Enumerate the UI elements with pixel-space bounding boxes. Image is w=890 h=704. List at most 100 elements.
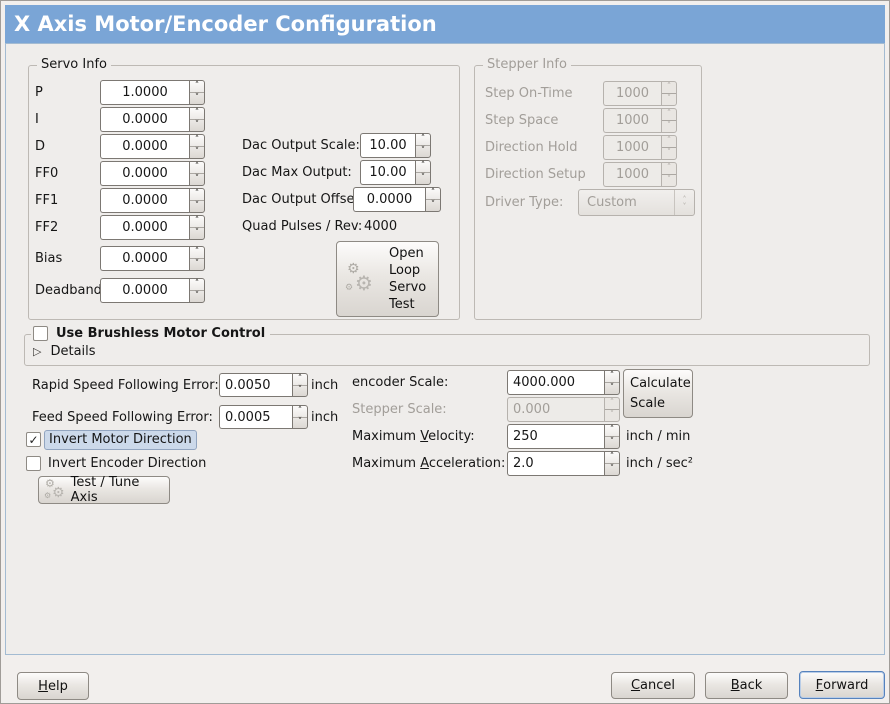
servo-d-label: D: [35, 139, 46, 154]
spin-down-button[interactable]: ˅: [194, 228, 200, 238]
spin-down-button[interactable]: ˅: [609, 437, 615, 447]
spin-up-button[interactable]: ˄: [416, 161, 430, 173]
spin-up-button[interactable]: ˄: [190, 135, 204, 147]
spin-up-button[interactable]: ˄: [190, 279, 204, 291]
max-velocity-spinbox: ˄˅: [507, 424, 620, 449]
spin-down-button[interactable]: ˅: [420, 173, 426, 183]
servo-p-input[interactable]: [100, 80, 189, 105]
spin-up-button: ˄: [605, 398, 619, 410]
feed-following-error-label: Feed Speed Following Error:: [32, 410, 213, 425]
step-on-time-label: Step On-Time: [485, 86, 573, 101]
max-acceleration-spinbox: ˄˅: [507, 451, 620, 476]
servo-p-label: P: [35, 85, 43, 100]
spin-down-button[interactable]: ˅: [609, 464, 615, 474]
driver-type-label: Driver Type:: [485, 195, 564, 210]
max-velocity-unit: inch / min: [626, 429, 691, 444]
spin-down-button: ˅: [666, 148, 672, 158]
servo-ff0-spinbox: ˄˅: [100, 161, 205, 186]
servo-ff0-label: FF0: [35, 166, 59, 181]
direction-hold-spinbox: ˄˅: [603, 135, 677, 160]
max-acceleration-label: Maximum Acceleration:: [352, 456, 506, 471]
rapid-following-error-spinbox: ˄˅: [219, 373, 308, 397]
spin-down-button: ˅: [666, 94, 672, 104]
details-expander[interactable]: ▷ Details: [33, 344, 96, 359]
spin-up-button[interactable]: ˄: [293, 374, 307, 386]
servo-ff2-input[interactable]: [100, 215, 189, 240]
spin-down-button[interactable]: ˅: [420, 146, 426, 156]
encoder-scale-input[interactable]: [507, 370, 604, 395]
encoder-scale-label: encoder Scale:: [352, 375, 449, 390]
content-panel: Servo Info P ˄˅ I ˄˅ D ˄˅ FF0 ˄˅ FF1: [5, 43, 885, 655]
spin-up-button: ˄: [662, 82, 676, 94]
expander-arrow-icon[interactable]: ▷: [33, 345, 42, 358]
spin-up-button[interactable]: ˄: [605, 371, 619, 383]
spin-down-button: ˅: [609, 410, 615, 420]
invert-motor-checkbox[interactable]: ✓: [26, 432, 41, 447]
max-velocity-input[interactable]: [507, 424, 604, 449]
servo-i-input[interactable]: [100, 107, 189, 132]
feed-following-error-input[interactable]: [219, 405, 292, 429]
spin-up-button[interactable]: ˄: [605, 452, 619, 464]
spin-up-button[interactable]: ˄: [426, 188, 440, 200]
spin-down-button[interactable]: ˅: [194, 174, 200, 184]
page-title: X Axis Motor/Encoder Configuration: [5, 5, 885, 43]
spin-down-button[interactable]: ˅: [194, 201, 200, 211]
invert-encoder-checkbox[interactable]: [26, 456, 41, 471]
test-tune-axis-button[interactable]: ⚙⚙⚙ Test / Tune Axis: [38, 475, 170, 505]
open-loop-servo-test-button[interactable]: ⚙⚙⚙ Open Loop Servo Test: [336, 241, 439, 317]
use-brushless-checkbox[interactable]: [33, 326, 48, 341]
spin-down-button[interactable]: ˅: [297, 385, 303, 396]
spin-down-button[interactable]: ˅: [609, 383, 615, 393]
brushless-frame: Use Brushless Motor Control ▷ Details: [24, 326, 870, 366]
dac-output-offset-spinbox: ˄˅: [353, 187, 441, 212]
quad-pulses-label: Quad Pulses / Rev:: [242, 219, 363, 234]
spin-up-button[interactable]: ˄: [190, 189, 204, 201]
servo-d-input[interactable]: [100, 134, 189, 159]
dac-max-output-input[interactable]: [360, 160, 415, 185]
spin-down-button[interactable]: ˅: [194, 259, 200, 269]
dac-output-offset-input[interactable]: [353, 187, 425, 212]
spin-down-button: ˅: [666, 175, 672, 185]
spin-down-button[interactable]: ˅: [194, 291, 200, 301]
spin-up-button[interactable]: ˄: [416, 134, 430, 146]
spin-down-button[interactable]: ˅: [194, 93, 200, 103]
spin-down-button: ˅: [666, 121, 672, 131]
spin-up-button: ˄: [662, 109, 676, 121]
invert-motor-label[interactable]: Invert Motor Direction: [44, 430, 197, 450]
direction-setup-input: [603, 162, 661, 187]
servo-d-spinbox: ˄˅: [100, 134, 205, 159]
direction-hold-label: Direction Hold: [485, 140, 578, 155]
spin-down-button[interactable]: ˅: [430, 200, 436, 210]
spin-up-button[interactable]: ˄: [605, 425, 619, 437]
spin-up-button: ˄: [662, 163, 676, 175]
spin-up-button[interactable]: ˄: [190, 162, 204, 174]
rapid-following-error-input[interactable]: [219, 373, 292, 397]
use-brushless-label[interactable]: Use Brushless Motor Control: [56, 326, 266, 341]
spin-down-button[interactable]: ˅: [194, 120, 200, 130]
calculate-scale-button[interactable]: Calculate Scale: [623, 369, 693, 418]
spin-up-button[interactable]: ˄: [190, 108, 204, 120]
step-on-time-input: [603, 81, 661, 106]
servo-ff1-label: FF1: [35, 193, 59, 208]
invert-encoder-label[interactable]: Invert Encoder Direction: [48, 456, 207, 471]
details-label: Details: [50, 344, 96, 359]
dac-output-scale-input[interactable]: [360, 133, 415, 158]
spin-up-button[interactable]: ˄: [190, 247, 204, 259]
feed-following-error-spinbox: ˄˅: [219, 405, 308, 429]
spin-down-button[interactable]: ˅: [297, 417, 303, 428]
dac-output-scale-label: Dac Output Scale:: [242, 138, 360, 153]
servo-bias-input[interactable]: [100, 246, 189, 271]
servo-ff0-input[interactable]: [100, 161, 189, 186]
servo-ff1-input[interactable]: [100, 188, 189, 213]
spin-down-button[interactable]: ˅: [194, 147, 200, 157]
spin-up-button[interactable]: ˄: [190, 81, 204, 93]
rapid-following-error-unit: inch: [311, 378, 339, 393]
servo-deadband-input[interactable]: [100, 278, 189, 303]
max-acceleration-input[interactable]: [507, 451, 604, 476]
spin-up-button[interactable]: ˄: [190, 216, 204, 228]
spin-up-button[interactable]: ˄: [293, 406, 307, 418]
